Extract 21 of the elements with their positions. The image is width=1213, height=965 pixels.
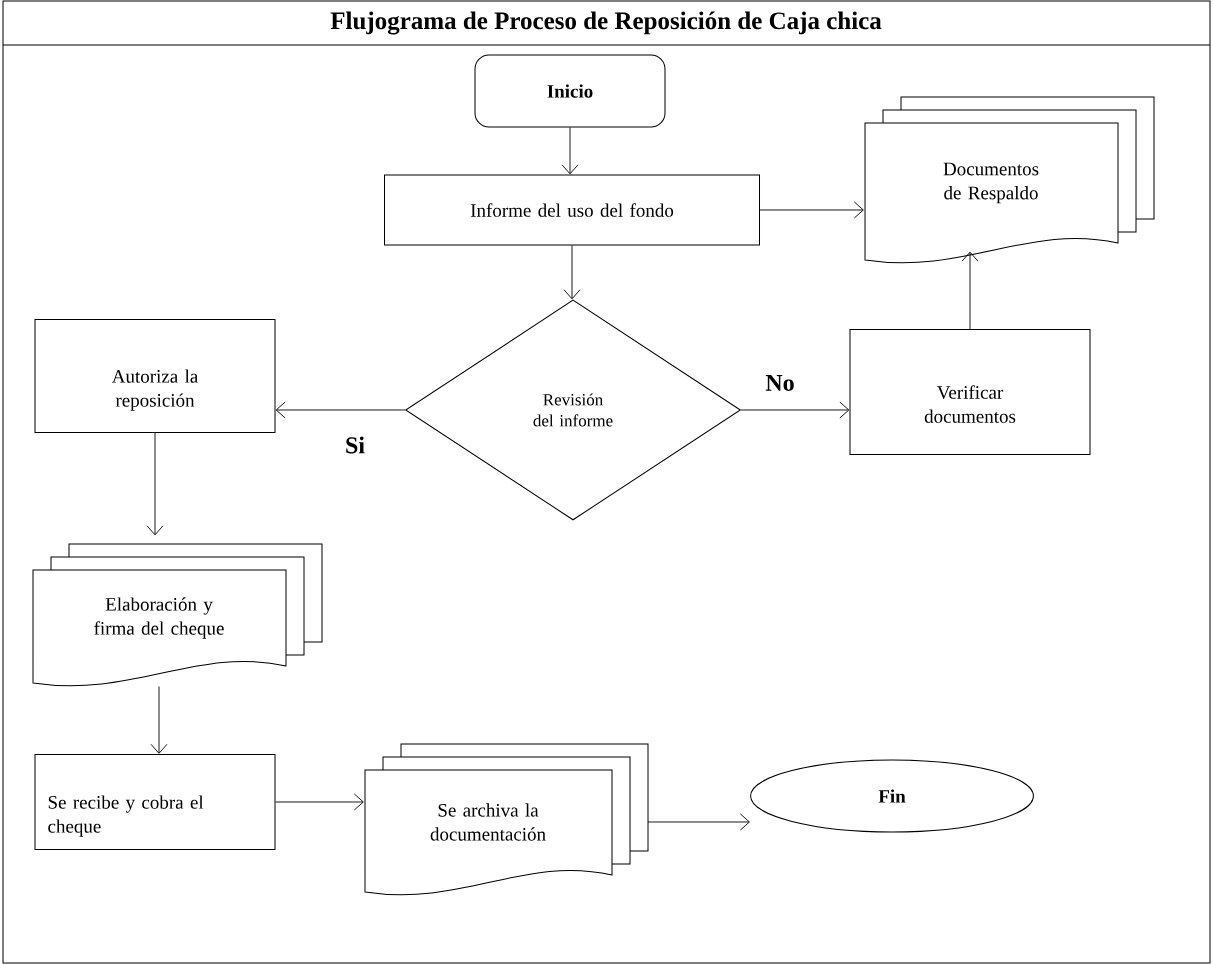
arrow	[146, 432, 164, 536]
process-box: Se recibe y cobra el cheque	[34, 754, 276, 850]
arrow	[647, 813, 750, 831]
arrow	[740, 401, 850, 419]
process-box: Informe del uso del fondo	[384, 174, 760, 246]
document-stack: Se archiva la documentación	[364, 743, 649, 896]
arrow	[275, 401, 406, 419]
edge-label: Si	[344, 435, 366, 455]
arrow	[561, 127, 579, 175]
arrow	[759, 201, 864, 219]
document-stack: Documentos de Respaldo	[864, 96, 1155, 264]
arrow	[563, 245, 581, 300]
arrow	[961, 251, 979, 330]
arrow	[150, 686, 168, 754]
arrow	[275, 793, 364, 811]
document-stack: Elaboración y firma del cheque	[32, 543, 323, 687]
process-box: Verificar documentos	[849, 329, 1091, 455]
process-box: Autoriza la reposición	[34, 319, 276, 433]
terminal-box: Inicio	[474, 54, 666, 128]
edge-label: No	[764, 374, 796, 392]
title-text: Flujograma de Proceso de Reposición de Caja chica	[330, 11, 882, 35]
